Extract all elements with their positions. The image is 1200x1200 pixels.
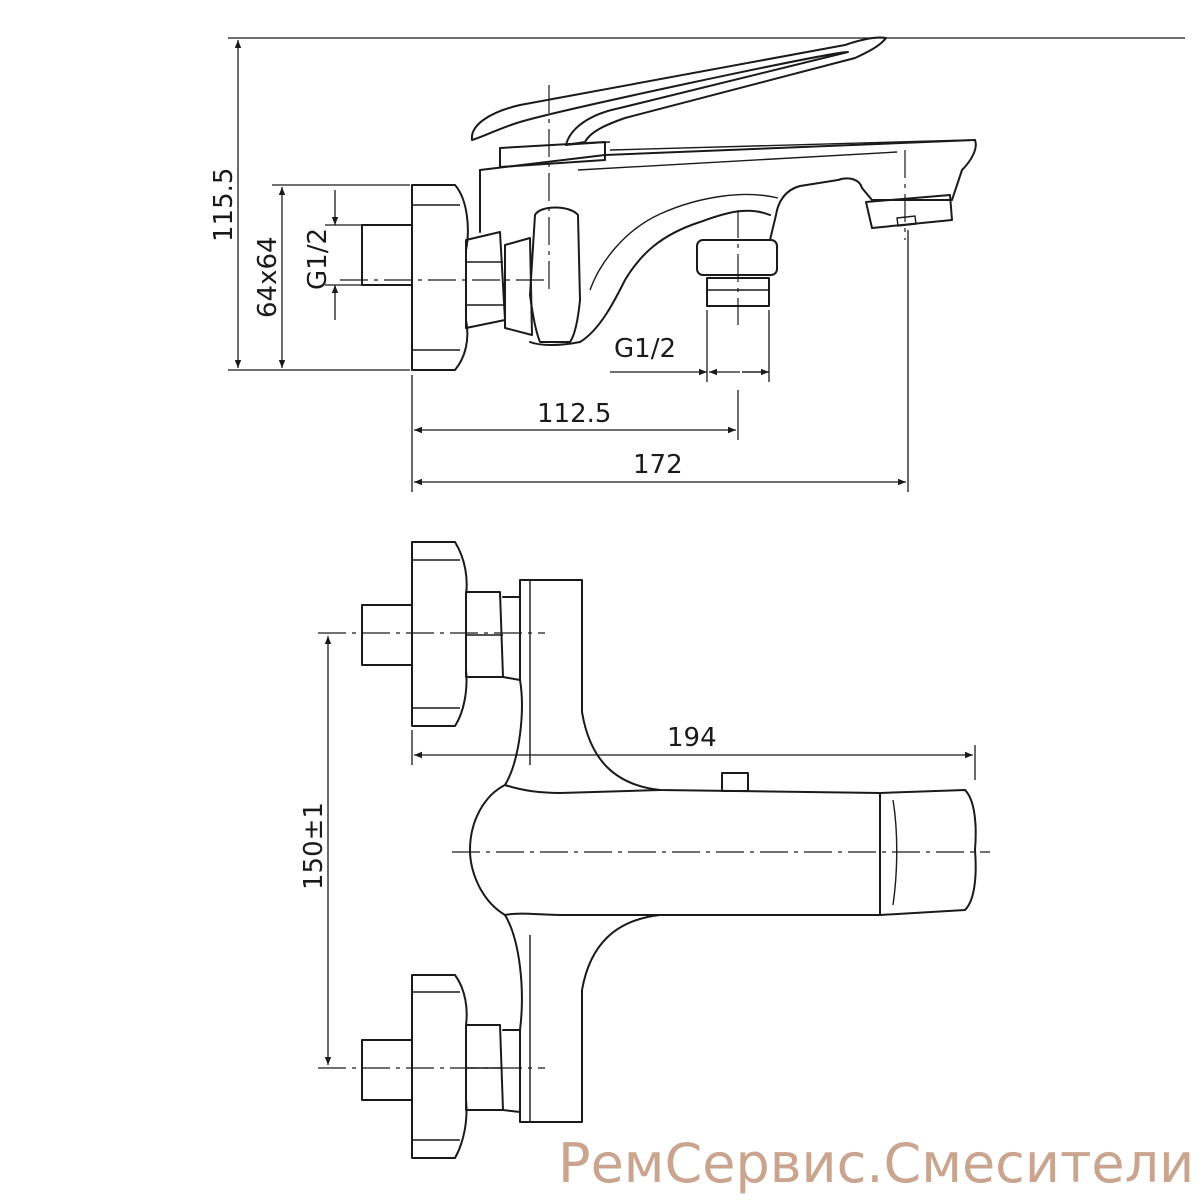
top-body bbox=[469, 579, 881, 1123]
side-aerator bbox=[865, 194, 953, 229]
side-view: 115.5 64x64 G1/2 G1/2 112.5 172 bbox=[209, 36, 1185, 492]
dim-inlet-spacing: 150±1 bbox=[299, 802, 329, 890]
dim-inlet-thread: G1/2 bbox=[303, 228, 333, 290]
side-spout bbox=[479, 139, 977, 241]
top-inlet-pipe-upper bbox=[361, 604, 413, 666]
dim-height-total: 115.5 bbox=[209, 168, 239, 242]
dim-flange-size: 64x64 bbox=[253, 236, 283, 318]
top-flange-lower bbox=[411, 974, 468, 1159]
side-flange bbox=[411, 184, 469, 371]
side-handle-base bbox=[499, 141, 606, 168]
dim-outlet-thread: G1/2 bbox=[614, 334, 676, 364]
top-inlet-pipe-lower bbox=[361, 1039, 413, 1101]
watermark-text: РемСервис.Смесители bbox=[558, 1132, 1194, 1195]
side-cartridge bbox=[529, 206, 581, 343]
top-view: 194 150±1 bbox=[299, 541, 990, 1159]
side-handle-lever bbox=[470, 36, 887, 146]
dim-overall-width: 194 bbox=[667, 723, 717, 753]
top-diverter-knob bbox=[721, 772, 749, 792]
top-spout-tip bbox=[879, 789, 977, 916]
dim-overall-depth: 172 bbox=[633, 450, 683, 480]
side-shower-outlet bbox=[696, 239, 778, 276]
side-inlet-pipe bbox=[361, 224, 413, 286]
dim-to-outlet: 112.5 bbox=[537, 399, 611, 429]
top-flange-upper bbox=[411, 541, 468, 727]
